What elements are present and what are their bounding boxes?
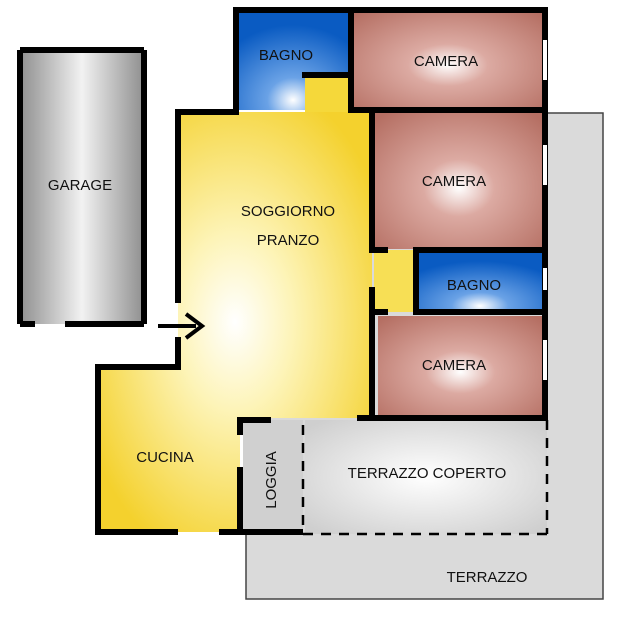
garage-label: GARAGE — [48, 177, 112, 194]
camera-top-room — [353, 10, 543, 110]
bagno-mid-label: BAGNO — [447, 277, 501, 294]
camera-mid-label: CAMERA — [422, 173, 486, 190]
soggiorno-label: SOGGIORNO — [241, 203, 335, 220]
soggiorno-pranzo-room — [98, 112, 372, 532]
camera-top-label: CAMERA — [414, 53, 478, 70]
garage-walls — [17, 47, 147, 327]
terrazzo-coperto-label: TERRAZZO COPERTO — [348, 465, 507, 482]
entrance-arrow-icon — [158, 312, 206, 340]
loggia-label: LOGGIA — [263, 451, 280, 509]
bagno-top-label: BAGNO — [259, 47, 313, 64]
camera-bottom-label: CAMERA — [422, 357, 486, 374]
terrazzo-coperto-dashes — [301, 420, 549, 536]
corridor-mid — [374, 250, 416, 312]
cucina-label: CUCINA — [136, 449, 194, 466]
garage-room — [20, 50, 144, 324]
camera-mid-room — [375, 113, 543, 249]
bagno-mid-room — [417, 252, 543, 312]
pranzo-label: PRANZO — [257, 232, 320, 249]
camera-bottom-room — [378, 316, 543, 418]
corridor-top — [305, 74, 350, 112]
terrazzo-coperto-area — [305, 420, 547, 534]
terrazzo-label: TERRAZZO — [447, 569, 528, 586]
loggia-area — [243, 420, 303, 534]
